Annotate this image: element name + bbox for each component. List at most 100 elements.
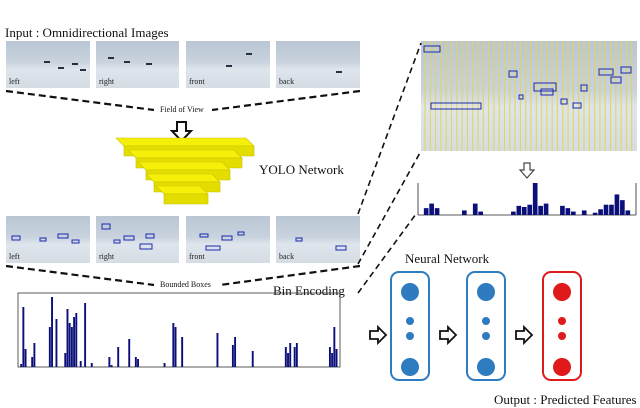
histogram-bar	[66, 309, 69, 367]
bounding-box	[237, 231, 245, 236]
yolo-slab-top	[115, 137, 255, 147]
view-label: back	[279, 252, 295, 261]
histogram-bar	[84, 303, 87, 367]
histogram-bar	[181, 337, 184, 367]
bounded-boxes-label: Bounded Boxes	[160, 280, 211, 289]
fov-connector-right	[211, 89, 361, 112]
histogram-bar	[598, 209, 603, 215]
input-panel-back: back	[276, 41, 360, 88]
histogram-bar	[434, 208, 440, 215]
aircraft-layer	[44, 61, 86, 71]
histogram-bar	[335, 349, 338, 367]
bounding-box	[11, 235, 21, 241]
histogram-bar	[284, 347, 287, 367]
bounding-box	[572, 102, 582, 109]
down-arrow-icon	[169, 121, 194, 143]
yolo-slab-front	[163, 193, 209, 205]
bounding-box	[533, 82, 557, 92]
bounding-box	[199, 233, 209, 238]
histogram-bar	[538, 205, 543, 215]
histogram-bar	[543, 203, 549, 215]
fov-connector-left	[5, 89, 155, 112]
aircraft-icon	[246, 53, 252, 55]
aircraft-icon	[336, 71, 342, 73]
histogram-bar	[79, 361, 82, 367]
histogram-bar	[128, 339, 131, 367]
view-label: back	[279, 77, 295, 86]
histogram-bar	[571, 211, 576, 215]
zoom-line-bins	[357, 213, 417, 294]
aircraft-icon	[72, 63, 78, 65]
nn-node	[477, 358, 495, 376]
input-panel-left: left	[6, 41, 90, 88]
zoom-line-top	[357, 42, 422, 215]
histogram-frame	[17, 292, 341, 368]
yolo-network-icon	[115, 137, 255, 205]
histogram-bar	[231, 345, 234, 367]
histogram-bar	[108, 357, 111, 367]
nn-node	[401, 358, 419, 376]
view-label: right	[99, 77, 115, 86]
bin-encoding-label: Bin Encoding	[273, 283, 345, 298]
histogram-bar	[516, 205, 522, 215]
bounding-box-layer	[199, 231, 245, 251]
bounding-box	[620, 66, 632, 74]
bounding-box	[57, 233, 69, 239]
boxed-panel-back: back	[276, 216, 360, 263]
aircraft-layer	[226, 53, 252, 67]
nn-node	[558, 317, 566, 325]
bounding-box-layer	[101, 223, 155, 250]
bounding-box	[113, 239, 121, 244]
input-panel-front: front	[186, 41, 270, 88]
histogram-bar	[565, 208, 571, 215]
aircraft-icon	[80, 69, 86, 71]
right-arrow-icon	[515, 324, 534, 346]
histogram-bar	[172, 323, 175, 367]
histogram-bar	[70, 327, 73, 367]
bounding-box	[205, 245, 221, 251]
boxed-panel-left: left	[6, 216, 90, 263]
bounding-box	[540, 88, 554, 96]
histogram-bar	[234, 337, 237, 367]
output-label: Output : Predicted Features	[494, 392, 637, 407]
histogram-bar	[625, 210, 631, 215]
small-histogram	[417, 183, 637, 216]
nn-node	[477, 283, 495, 301]
aircraft-icon	[44, 61, 50, 63]
bounding-box	[598, 68, 614, 76]
aircraft-layer	[336, 71, 342, 73]
bounding-box	[123, 235, 135, 241]
histogram-bar	[73, 317, 76, 367]
histogram-bar	[478, 211, 483, 215]
histogram-bar	[163, 363, 166, 367]
boxed-panel-front: front	[186, 216, 270, 263]
histogram-bar	[423, 208, 429, 215]
bounding-box	[610, 76, 622, 84]
aircraft-icon	[226, 65, 232, 67]
aircraft-icon	[58, 67, 64, 69]
aircraft-icon	[146, 63, 152, 65]
view-label: right	[99, 252, 115, 261]
down-arrow-small-icon	[518, 162, 536, 179]
histogram-bar	[117, 347, 120, 367]
histogram-bar	[110, 365, 113, 367]
field-of-view-label: Field of View	[160, 105, 204, 114]
bounding-box	[560, 98, 568, 105]
input-panel-right: right	[96, 41, 179, 88]
nn-node	[401, 283, 419, 301]
histogram-bar	[614, 194, 620, 215]
histogram-bar	[609, 204, 614, 215]
boxed-panel-right: right	[96, 216, 179, 263]
histogram-bar	[174, 327, 177, 367]
histogram-bar	[289, 343, 292, 367]
histogram-bar	[48, 327, 51, 367]
histogram-bar	[532, 183, 538, 215]
histogram-bar	[64, 353, 67, 367]
histogram-bar	[429, 203, 434, 215]
histogram-bar	[592, 212, 598, 215]
aircraft-icon	[124, 61, 130, 63]
histogram-bar	[560, 205, 565, 215]
nn-node	[558, 332, 566, 340]
bb-connector-right	[219, 264, 361, 287]
